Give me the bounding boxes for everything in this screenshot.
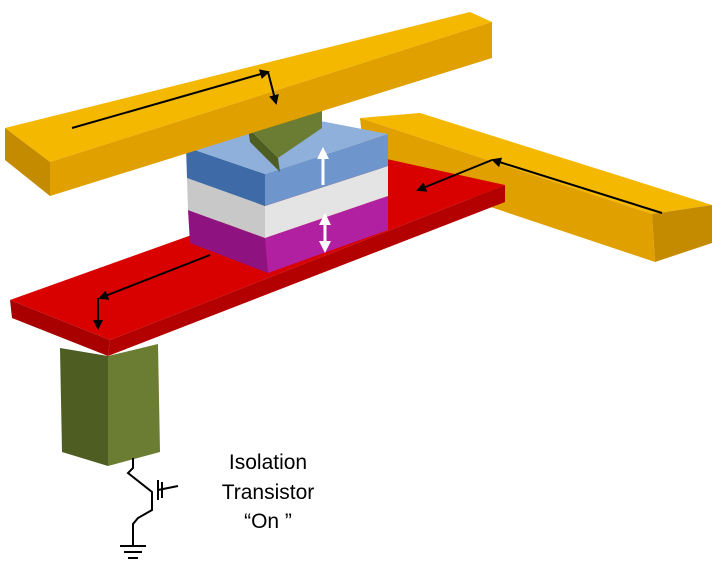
tunnel-barrier (187, 166, 388, 238)
lower-via (60, 344, 160, 466)
current-arrow-icon (98, 254, 211, 300)
upper-via (248, 108, 322, 172)
isolation-transistor-label: Isolation Transistor “On ” (222, 451, 315, 533)
label-line-1: Isolation (229, 451, 307, 474)
transistor-symbol-icon (126, 458, 179, 534)
ground-icon (120, 534, 146, 559)
label-line-2: Transistor (222, 481, 315, 504)
current-arrow-icon (491, 157, 663, 214)
current-arrow-icon (71, 69, 270, 129)
current-arrow-icon (416, 159, 493, 192)
right-bit-line (360, 113, 712, 262)
current-arrow-icon (267, 71, 279, 105)
label-line-3: “On ” (244, 510, 292, 533)
top-bit-line (5, 12, 492, 196)
current-arrows (71, 69, 663, 330)
spin-arrows (317, 147, 331, 253)
